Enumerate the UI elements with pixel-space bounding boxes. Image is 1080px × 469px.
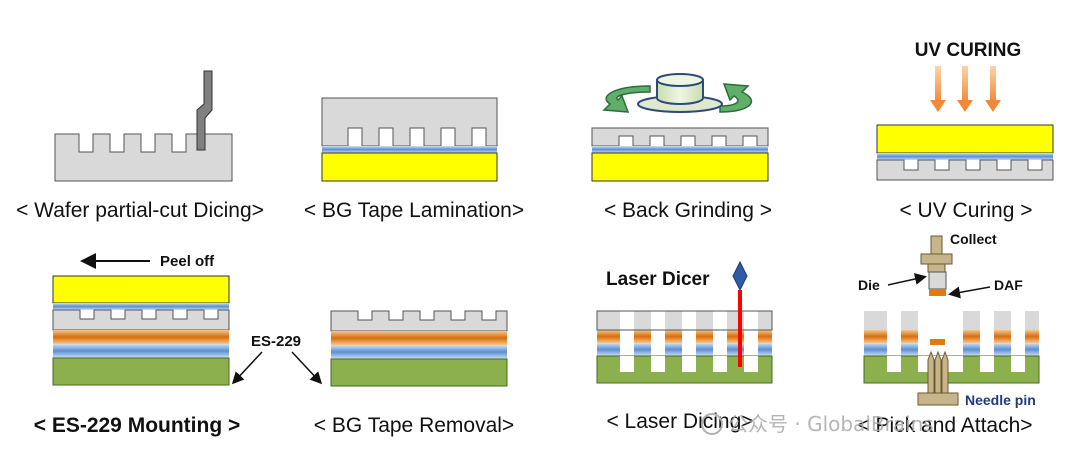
es229-callout: ES-229 bbox=[231, 333, 323, 385]
step-es229-mounting: Peel off < ES-229 Mounting > bbox=[34, 253, 241, 437]
green-frame-layer bbox=[52, 357, 230, 386]
step-pick-and-attach: Collect Die DAF bbox=[857, 231, 1040, 437]
daf-arrow-icon bbox=[948, 286, 991, 299]
bg-tape-yellow bbox=[52, 275, 230, 304]
dicing-blade bbox=[196, 70, 213, 151]
bg-tape-yellow bbox=[876, 124, 1054, 154]
picked-die bbox=[928, 271, 947, 290]
laser-beam bbox=[738, 290, 742, 367]
watermark: 公众号 · GlobalBrains bbox=[701, 412, 934, 436]
caption-back-grinding: < Back Grinding > bbox=[604, 199, 772, 222]
wafer-thinned bbox=[591, 127, 769, 147]
die-label: Die bbox=[858, 277, 880, 293]
blue-adhesive-layer bbox=[877, 153, 1053, 160]
es229-arrow-left-icon bbox=[231, 351, 263, 385]
bg-tape-yellow bbox=[591, 152, 769, 182]
orange-daf-layer bbox=[53, 330, 229, 344]
step-laser-dicing: Laser Dicer < Laser Dic bbox=[596, 260, 773, 433]
collect-label: Collect bbox=[950, 231, 997, 247]
blue-film-layer bbox=[331, 345, 507, 359]
daf-label: DAF bbox=[994, 277, 1023, 293]
wafer-thinned bbox=[876, 159, 1054, 181]
uv-curing-label: UV CURING bbox=[915, 40, 1022, 61]
wafer-with-cuts bbox=[54, 133, 233, 182]
step-uv-curing: UV CURING < UV Curing > bbox=[876, 40, 1054, 222]
caption-bg-tape-removal: < BG Tape Removal> bbox=[314, 414, 514, 437]
blue-adhesive-layer bbox=[592, 146, 768, 153]
caption-wafer-partial-cut-dicing: < Wafer partial-cut Dicing> bbox=[16, 199, 264, 222]
orange-daf-layer bbox=[331, 331, 507, 345]
collet-icon bbox=[920, 235, 953, 273]
caption-uv-curing: < UV Curing > bbox=[899, 199, 1032, 222]
step-bg-tape-lamination: < BG Tape Lamination> bbox=[304, 97, 524, 222]
caption-es229-mounting: < ES-229 Mounting > bbox=[34, 414, 241, 437]
wafer-inverted bbox=[321, 97, 498, 147]
step-bg-tape-removal: < BG Tape Removal> bbox=[314, 310, 514, 437]
es229-arrow-right-icon bbox=[291, 351, 323, 385]
blue-adhesive-layer bbox=[53, 303, 229, 310]
wafer-thinned bbox=[330, 310, 508, 332]
caption-bg-tape-lamination: < BG Tape Lamination> bbox=[304, 199, 524, 222]
uv-light-arrows-icon bbox=[930, 66, 1001, 112]
needle-pins-icon bbox=[917, 350, 959, 406]
step-wafer-partial-cut-dicing: < Wafer partial-cut Dicing> bbox=[16, 70, 264, 222]
watermark-text: 公众号 · GlobalBrains bbox=[728, 412, 934, 436]
es229-label: ES-229 bbox=[251, 333, 301, 350]
peel-off-label: Peel off bbox=[160, 253, 215, 270]
laser-dicer-label: Laser Dicer bbox=[606, 269, 710, 290]
grinding-wheel-top bbox=[656, 73, 704, 87]
wechat-logo-icon bbox=[701, 413, 723, 435]
bg-tape-yellow bbox=[321, 152, 498, 182]
blue-film-layer bbox=[53, 344, 229, 358]
die-arrow-icon bbox=[887, 273, 927, 286]
diced-wafer-gaps bbox=[620, 356, 758, 372]
rotation-arrow-left-icon bbox=[602, 85, 651, 113]
green-frame-layer bbox=[330, 358, 508, 387]
caption-pick-and-attach: < Pick and Attach> bbox=[857, 414, 1032, 437]
step-back-grinding: < Back Grinding > bbox=[591, 73, 772, 222]
needle-pin-label: Needle pin bbox=[965, 392, 1036, 408]
laser-head-icon bbox=[732, 260, 748, 292]
blue-adhesive-layer bbox=[322, 146, 497, 153]
wafer-thinned bbox=[52, 309, 230, 331]
rotation-arrow-right-icon bbox=[719, 83, 753, 113]
picked-daf bbox=[929, 289, 946, 296]
